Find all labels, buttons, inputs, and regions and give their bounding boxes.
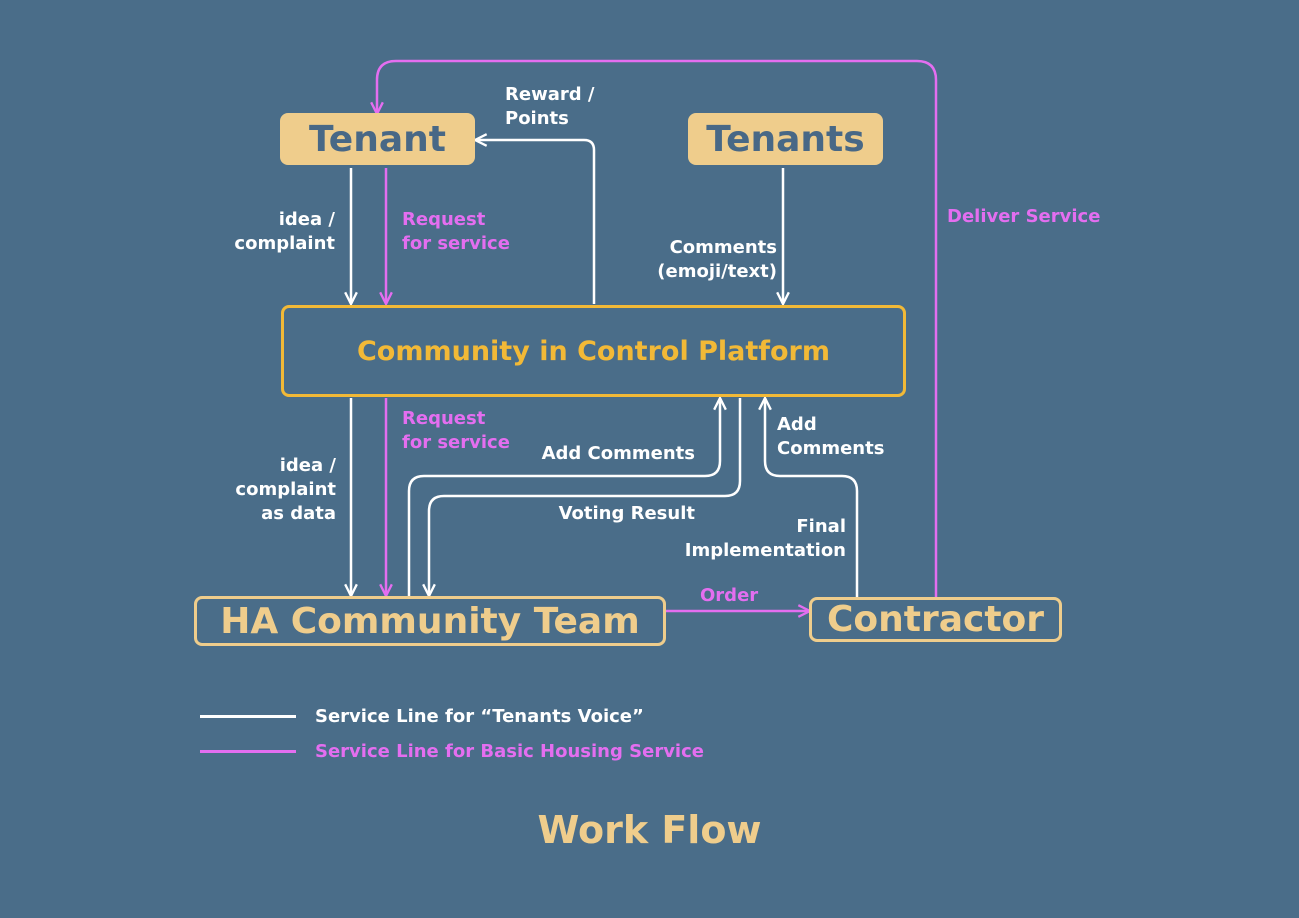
label-idea-data-line2: complaint [235, 479, 336, 500]
tenants-node-label: Tenants [706, 118, 865, 160]
platform-node-label: Community in Control Platform [356, 335, 831, 367]
label-order: Order [700, 585, 759, 606]
diagram-title: Work Flow [537, 808, 762, 852]
contractor-node-label: Contractor [826, 599, 1045, 640]
edge-reward-points [475, 140, 596, 304]
label-request-bottom-line2: for service [402, 432, 510, 453]
platform-node: Community in Control Platform [281, 305, 906, 397]
edge-voting-result [429, 398, 742, 596]
label-idea-data-line3: as data [261, 503, 336, 524]
label-final-implementation-line2: Implementation [684, 540, 846, 561]
label-add-comments-contractor-line2: Comments [777, 438, 885, 459]
label-reward-points: Reward / Points [505, 83, 594, 131]
label-add-comments-contractor-line1: Add [777, 414, 817, 435]
label-idea-data-line1: idea / [279, 455, 336, 476]
legend-voice-swatch [200, 715, 296, 718]
tenant-node-label: Tenant [309, 118, 446, 160]
label-idea-data: idea / complaint as data [235, 454, 336, 526]
label-voting-result: Voting Result [558, 503, 695, 524]
label-comments-line2: (emoji/text) [657, 261, 777, 282]
label-deliver-service: Deliver Service [947, 206, 1101, 227]
ha-team-node: HA Community Team [194, 596, 666, 646]
contractor-node: Contractor [809, 597, 1062, 642]
label-final-implementation-line1: Final [796, 516, 846, 537]
label-request-bottom: Request for service [402, 407, 510, 455]
label-comments: Comments (emoji/text) [657, 236, 777, 284]
edge-deliver-service [377, 59, 938, 597]
label-add-comments-contractor: Add Comments [777, 413, 884, 461]
label-request-top-line2: for service [402, 233, 510, 254]
label-idea-complaint-line2: complaint [234, 233, 335, 254]
label-comments-line1: Comments [669, 237, 777, 258]
label-request-top-line1: Request [402, 209, 486, 230]
tenants-node: Tenants [688, 113, 883, 165]
legend-housing-label: Service Line for Basic Housing Service [315, 741, 704, 762]
ha-team-node-label: HA Community Team [220, 600, 640, 642]
edge-add-comments-ha [407, 398, 720, 596]
tenant-node: Tenant [280, 113, 475, 165]
legend-voice-label: Service Line for “Tenants Voice” [315, 706, 644, 727]
label-reward-points-line1: Reward / [505, 84, 595, 105]
label-idea-complaint-line1: idea / [278, 209, 335, 230]
label-final-implementation: Final Implementation [685, 515, 846, 563]
label-idea-complaint: idea / complaint [234, 208, 335, 256]
label-request-top: Request for service [402, 208, 510, 256]
edge-final-implementation [765, 398, 859, 597]
label-add-comments-ha: Add Comments [541, 443, 695, 464]
legend-housing-swatch [200, 750, 296, 753]
label-request-bottom-line1: Request [402, 408, 486, 429]
label-reward-points-line2: Points [505, 108, 569, 129]
